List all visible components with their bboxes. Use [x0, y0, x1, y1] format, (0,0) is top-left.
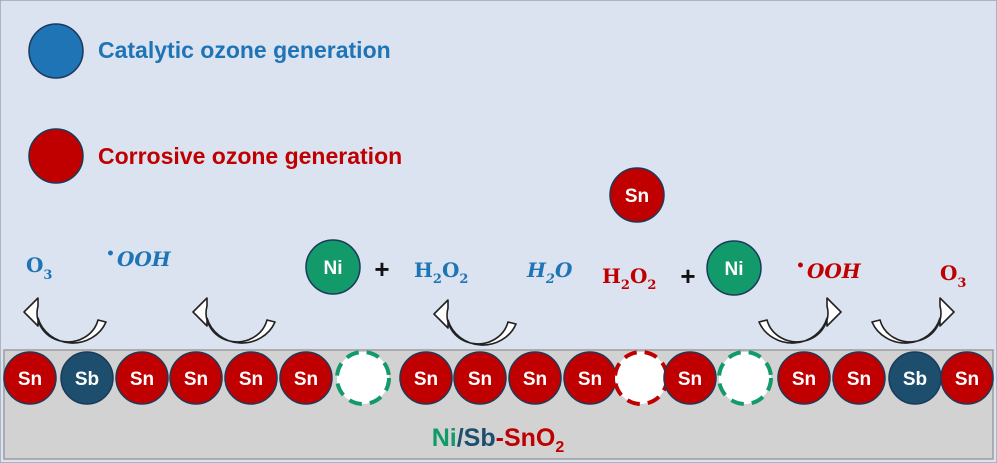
corrosive-legend-label: Corrosive ozone generation — [98, 143, 402, 169]
sn-surface-atom: Sn — [399, 351, 453, 405]
sn-surface-atom: Sn — [169, 351, 223, 405]
sb-surface-atom: Sb — [60, 351, 114, 405]
atom-symbol: Sn — [294, 369, 318, 390]
sn-surface-atom: Sn — [3, 351, 57, 405]
atom-symbol: Sn — [239, 369, 263, 390]
ni-atom-left: Ni — [305, 239, 361, 295]
material-label: Ni/Sb-SnO2 — [432, 424, 565, 456]
sb-surface-atom: Sb — [888, 351, 942, 405]
atom-symbol: Sn — [184, 369, 208, 390]
sn-surface-atom: Sn — [777, 351, 831, 405]
atom-symbol: Sn — [792, 369, 816, 390]
surface-atom-row: Sn Sb Sn Sn Sn Sn Sn Sn Sn Sn Sn Sn Sn Sb Sn — [3, 350, 994, 406]
atom-symbol: Sn — [847, 369, 871, 390]
catalytic-legend-marker — [28, 23, 84, 79]
sn-surface-atom: Sn — [832, 351, 886, 405]
ooh-radical-left-label: •OOH — [106, 246, 172, 271]
svg-text:Sn: Sn — [625, 186, 649, 207]
oxygen-vacancy-site — [335, 350, 391, 406]
corrosive-legend-marker — [28, 128, 84, 184]
atom-symbol: Sn — [678, 369, 702, 390]
sn-surface-atom: Sn — [563, 351, 617, 405]
sn-surface-atom: Sn — [940, 351, 994, 405]
sn-surface-atom: Sn — [224, 351, 278, 405]
oxygen-vacancy-site — [717, 350, 773, 406]
sn-surface-atom: Sn — [115, 351, 169, 405]
atom-symbol: Sb — [903, 369, 927, 390]
floating-sn-atom: Sn — [609, 167, 665, 223]
sn-surface-atom: Sn — [663, 351, 717, 405]
o3-right-label: O3 — [940, 261, 966, 291]
plus-sign-left: + — [374, 254, 389, 284]
h2o2-blue-label: H2O2 — [414, 258, 468, 287]
sn-surface-atom: Sn — [508, 351, 562, 405]
h2o2-red-label: H2O2 — [602, 264, 656, 293]
o3-left-label: O3 — [26, 253, 52, 283]
atom-symbol: Sn — [578, 369, 602, 390]
atom-symbol: Sn — [523, 369, 547, 390]
atom-symbol: Sn — [468, 369, 492, 390]
atom-symbol: Sb — [75, 369, 99, 390]
catalytic-legend-label: Catalytic ozone generation — [98, 37, 391, 63]
ooh-radical-right-label: •OOH — [796, 258, 862, 283]
sn-surface-atom: Sn — [453, 351, 507, 405]
atom-symbol: Sn — [18, 369, 42, 390]
svg-text:Ni: Ni — [324, 258, 343, 279]
ni-atom-right: Ni — [706, 240, 762, 296]
atom-symbol: Sn — [130, 369, 154, 390]
oxygen-vacancy-site — [613, 350, 669, 406]
svg-text:Ni: Ni — [725, 259, 744, 280]
h2o-label: H2O — [526, 258, 573, 287]
plus-sign-right: + — [680, 261, 695, 291]
sn-surface-atom: Sn — [279, 351, 333, 405]
atom-symbol: Sn — [955, 369, 979, 390]
atom-symbol: Sn — [414, 369, 438, 390]
